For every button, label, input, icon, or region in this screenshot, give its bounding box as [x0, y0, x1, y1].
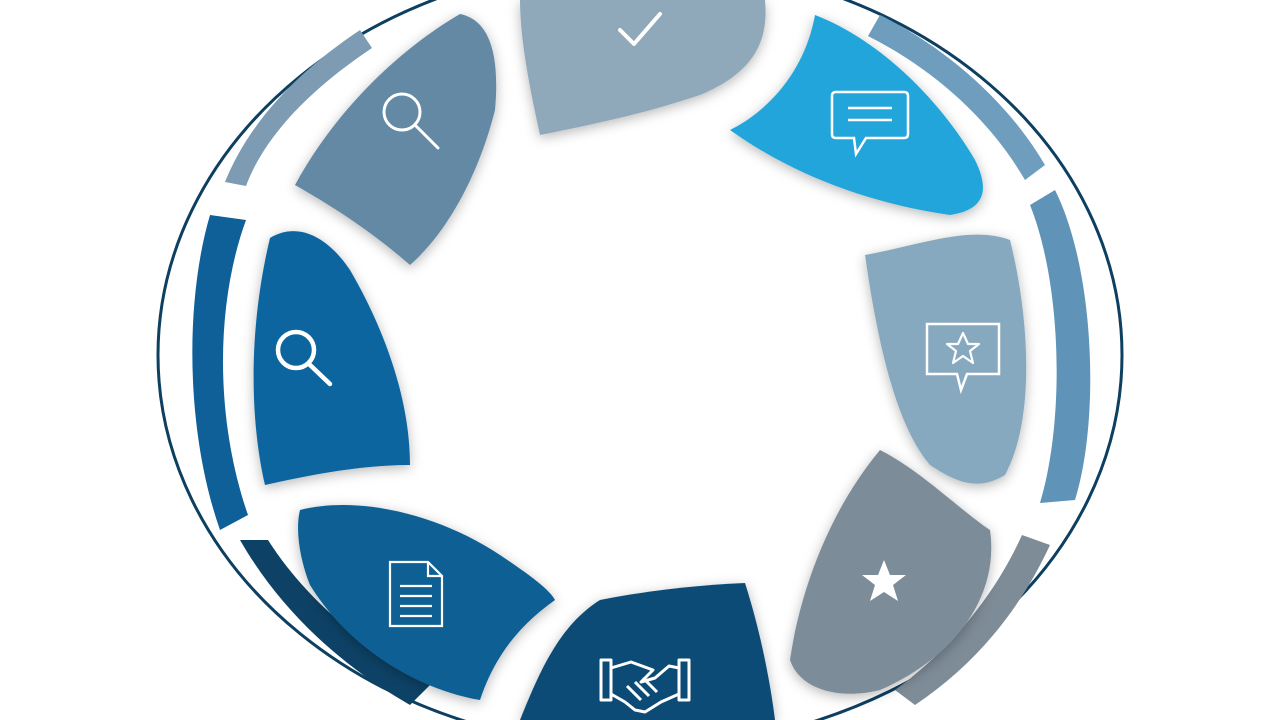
segment-right[interactable] — [865, 234, 1027, 484]
arc-band-right — [1030, 190, 1091, 503]
segment-right-shape — [865, 234, 1027, 484]
star-icon — [862, 560, 906, 601]
segment-left-shape — [253, 231, 410, 485]
arc-bands — [192, 15, 1091, 705]
outer-ring — [156, 0, 1124, 720]
segment-bottom-shape — [520, 583, 775, 720]
arc-band-top-right — [868, 15, 1045, 180]
segment-bottom-left[interactable] — [298, 505, 555, 700]
segment-top[interactable] — [520, 0, 766, 135]
checkmark-icon — [618, 12, 662, 46]
segment-top-right[interactable] — [730, 15, 983, 215]
segment-top-left[interactable] — [295, 14, 497, 265]
star-message-icon — [925, 322, 1001, 395]
segment-top-left-shape — [295, 14, 497, 265]
arc-band-left — [192, 215, 248, 530]
segments — [253, 0, 1027, 720]
arc-band-top-left — [225, 30, 372, 186]
arc-band-bottom-right — [895, 535, 1050, 705]
segment-bottom-left-shape — [298, 505, 555, 700]
speech-bubble-icon — [830, 90, 910, 158]
segment-left[interactable] — [253, 231, 410, 485]
handshake-icon — [599, 658, 691, 714]
segment-bottom-right[interactable] — [790, 450, 992, 694]
segment-top-right-shape — [730, 15, 983, 215]
segment-bottom[interactable] — [520, 583, 775, 720]
magnifier-icon — [382, 92, 440, 150]
segment-top-shape — [520, 0, 766, 135]
document-icon — [388, 560, 444, 628]
magnifier-icon — [275, 329, 333, 387]
arc-band-bottom-left — [240, 540, 430, 705]
segment-bottom-right-shape — [790, 450, 992, 694]
